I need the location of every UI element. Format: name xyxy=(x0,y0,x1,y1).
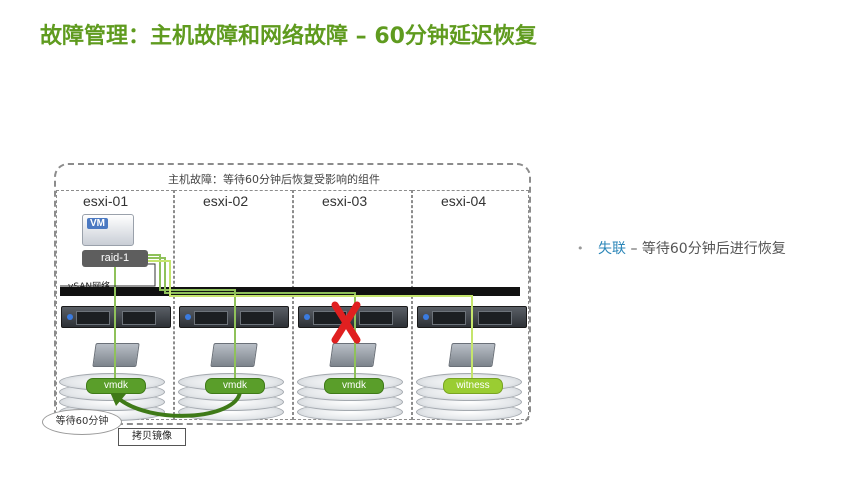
vm-label: VM xyxy=(87,218,108,229)
bullet-dot-icon: • xyxy=(577,242,584,255)
host-label-esxi-03: esxi-03 xyxy=(322,193,368,209)
component-vmdk-esxi-03: vmdk xyxy=(324,378,384,394)
bullet-keyword: 失联 xyxy=(598,241,626,257)
rebuild-arrowhead-icon xyxy=(110,392,126,406)
cluster-caption: 主机故障：等待60分钟后恢复受影响的组件 xyxy=(168,173,380,186)
rebuild-arrow-icon xyxy=(116,391,242,418)
link-vm-esxi-04 xyxy=(148,260,473,380)
component-vmdk-esxi-01: vmdk xyxy=(86,378,146,394)
vm-icon: VM xyxy=(82,214,134,246)
cluster-boundary xyxy=(54,163,531,425)
component-witness-esxi-04: witness xyxy=(443,378,503,394)
raid-1-label: raid-1 xyxy=(82,250,148,267)
component-vmdk-esxi-02: vmdk xyxy=(205,378,265,394)
bullet-point: • 失联 – 等待60分钟后进行恢复 xyxy=(577,239,810,259)
mirror-callout: 拷贝镜像 xyxy=(118,428,186,446)
link-vm-esxi-03 xyxy=(148,257,356,380)
failure-x-icon xyxy=(331,301,361,344)
bullet-text: – 等待60分钟后进行恢复 xyxy=(626,241,786,257)
network-bar xyxy=(60,287,520,296)
link-raid-network xyxy=(60,263,156,287)
host-label-esxi-01: esxi-01 xyxy=(83,193,129,209)
wait-callout: 等待60分钟 xyxy=(42,409,122,435)
host-label-esxi-02: esxi-02 xyxy=(203,193,249,209)
host-label-esxi-04: esxi-04 xyxy=(441,193,487,209)
link-vm-esxi-02 xyxy=(148,254,236,380)
page-title: 故障管理：主机故障和网络故障 – 60分钟延迟恢复 xyxy=(40,24,537,49)
